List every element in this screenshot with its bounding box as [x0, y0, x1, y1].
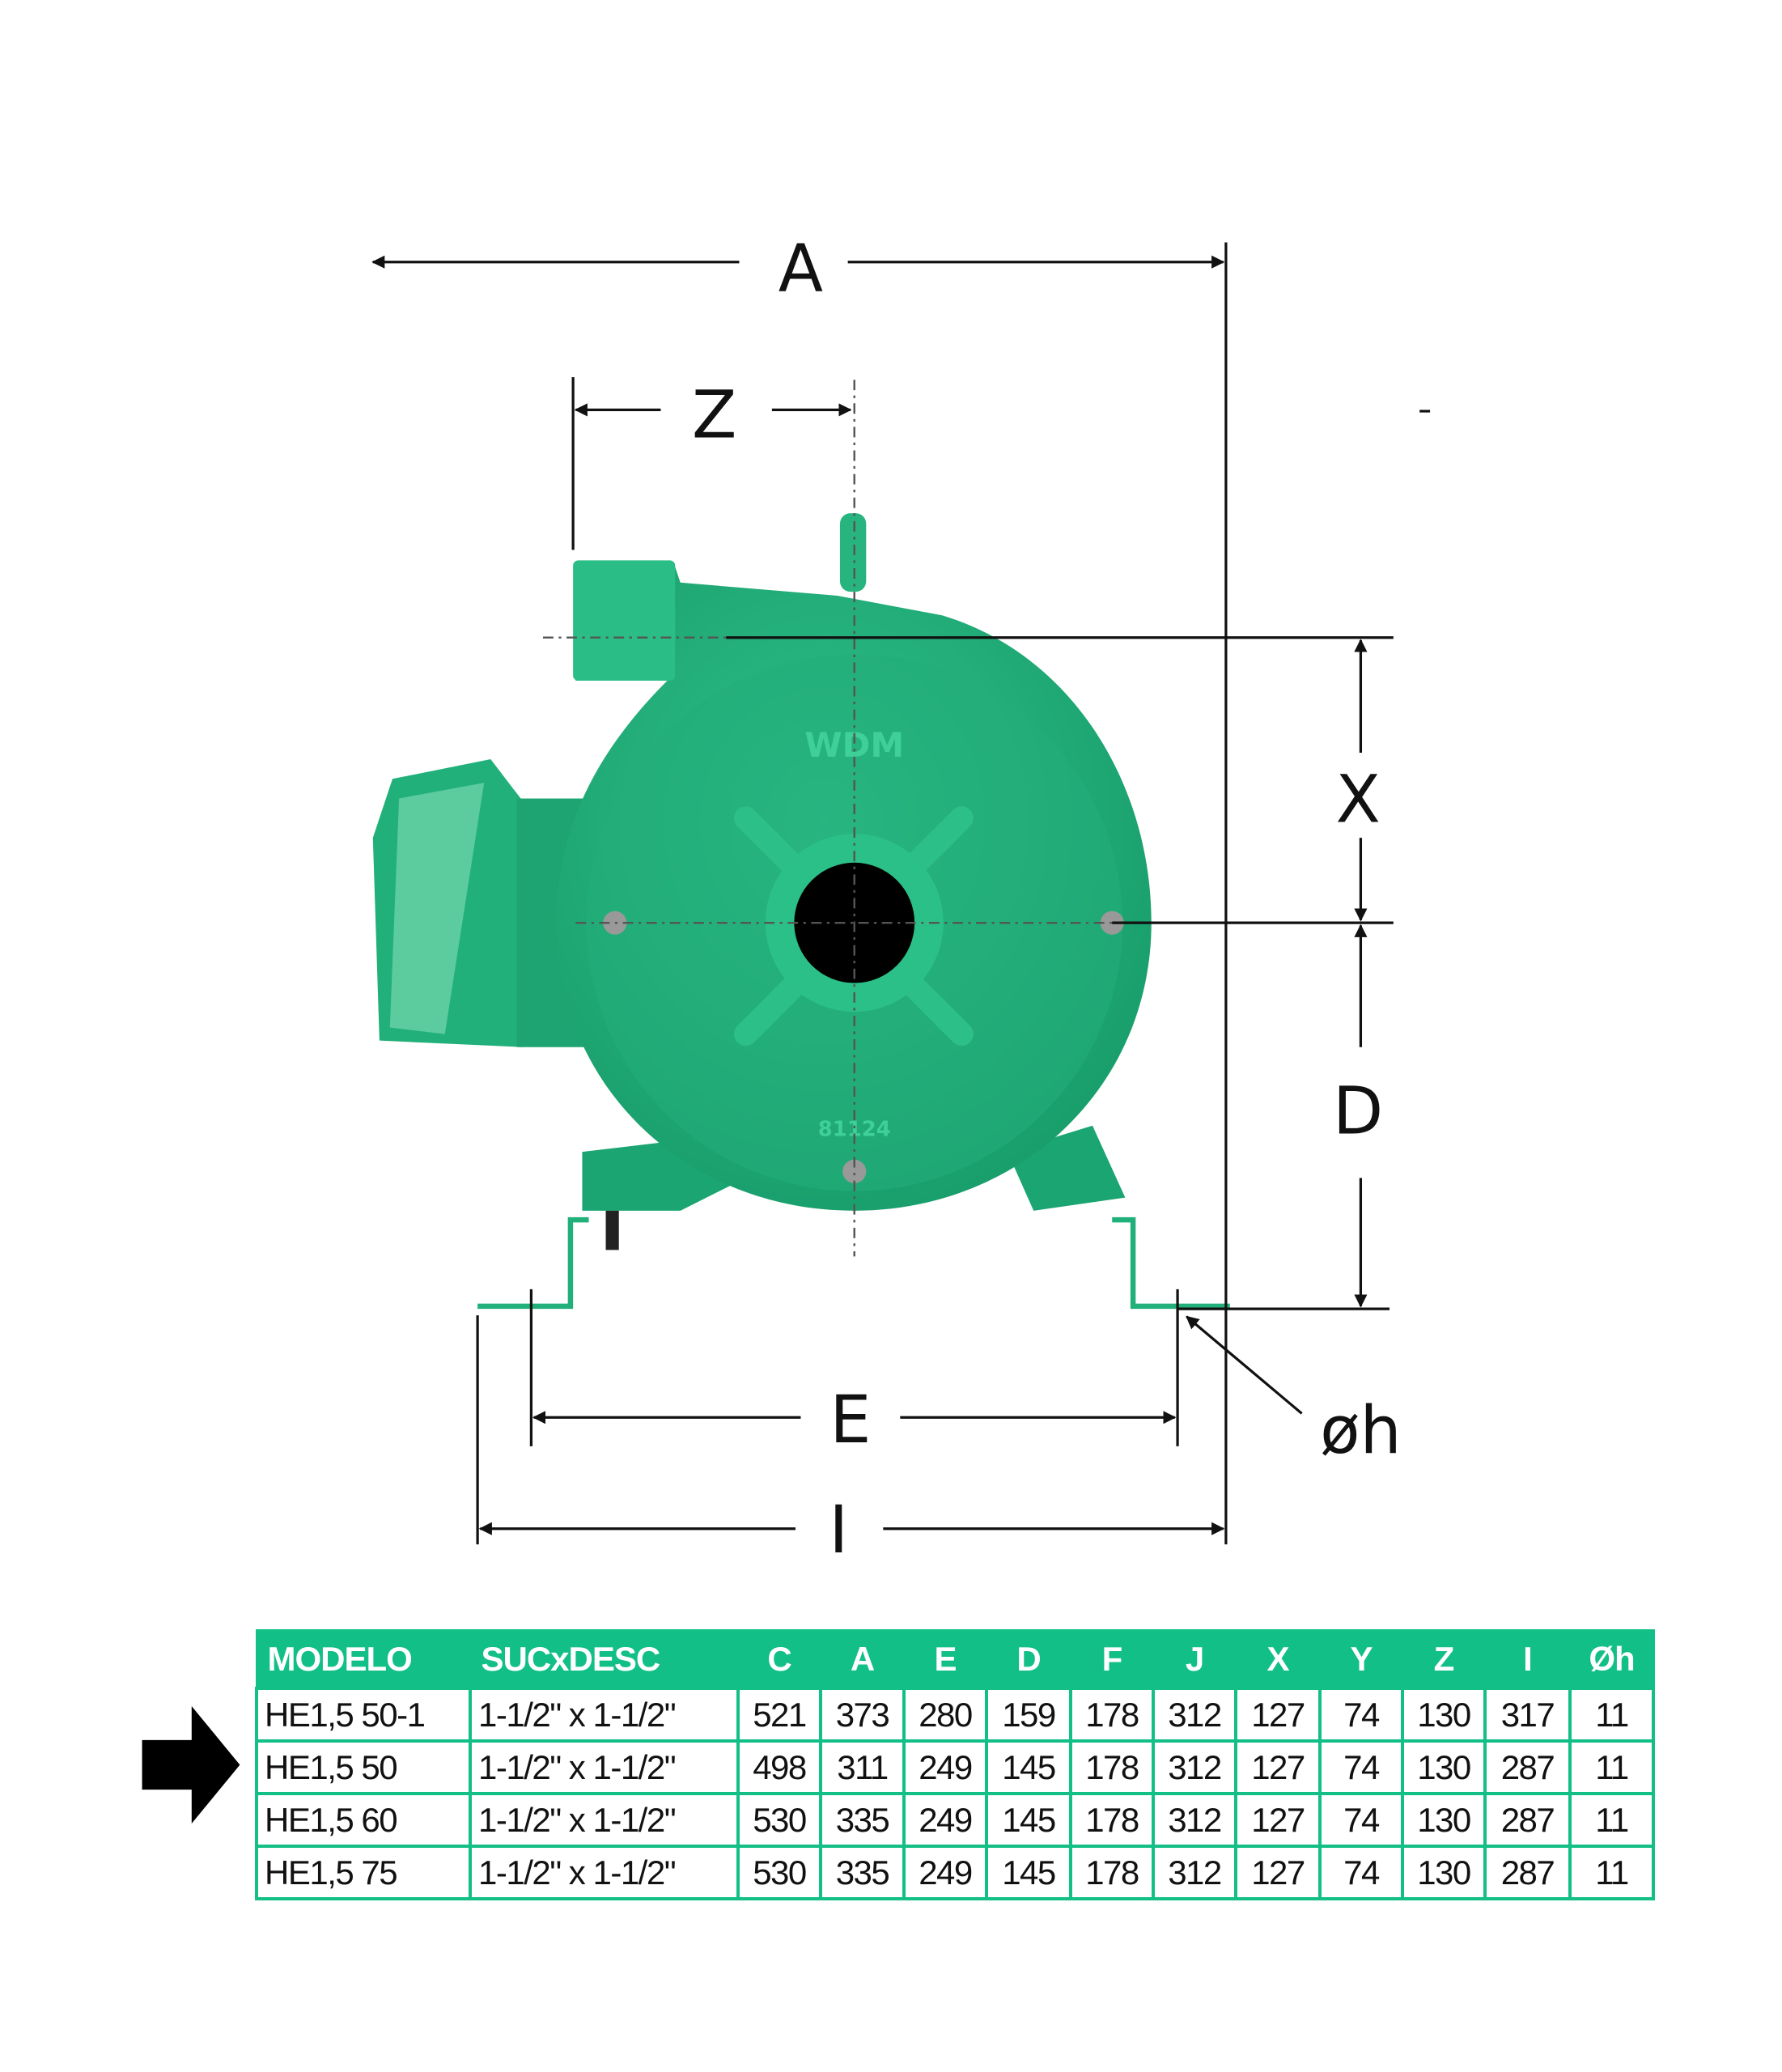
table-cell: 127 [1234, 1792, 1322, 1848]
dimension-label-z: Z [692, 377, 736, 453]
discharge-port [573, 560, 676, 681]
bolt [605, 1210, 619, 1250]
table-cell: 1-1/2" x 1-1/2" [469, 1792, 740, 1848]
column-header: C [736, 1629, 822, 1690]
table-cell: HE1,5 50-1 [255, 1687, 472, 1743]
table-cell: 159 [985, 1687, 1072, 1743]
vent-plug [839, 513, 867, 592]
table-cell: HE1,5 75 [255, 1845, 472, 1900]
table-cell: 74 [1318, 1687, 1404, 1743]
bolt-icon [842, 1159, 867, 1183]
table-cell: 311 [819, 1739, 906, 1795]
table-cell: 11 [1568, 1739, 1655, 1795]
column-header: MODELO [255, 1629, 472, 1690]
table-cell: 145 [985, 1739, 1072, 1795]
table-cell: 178 [1069, 1792, 1155, 1848]
base-left [477, 1216, 589, 1310]
table-cell: 11 [1568, 1845, 1655, 1900]
table-cell: 74 [1318, 1792, 1404, 1848]
table-cell: 127 [1234, 1739, 1322, 1795]
pump-illustration: WDM 81124 [372, 380, 1230, 1310]
table-cell: 145 [985, 1792, 1072, 1848]
terminal-box-face [389, 783, 485, 1034]
table-cell: 312 [1152, 1845, 1237, 1900]
dimension-lines [371, 242, 1431, 1545]
column-header: D [985, 1629, 1072, 1690]
table-cell: 74 [1318, 1845, 1404, 1900]
table-cell: 335 [819, 1792, 906, 1848]
table-cell: 280 [902, 1687, 988, 1743]
table-cell: 249 [902, 1792, 988, 1848]
table-cell: 1-1/2" x 1-1/2" [469, 1845, 740, 1900]
table-cell: 521 [736, 1687, 822, 1743]
table-cell: 127 [1234, 1845, 1322, 1900]
table-cell: 287 [1483, 1792, 1572, 1848]
table-cell: 145 [985, 1845, 1072, 1900]
column-header: A [819, 1629, 906, 1690]
table-cell: 312 [1152, 1739, 1237, 1795]
table-cell: 11 [1568, 1792, 1655, 1848]
column-header: X [1234, 1629, 1322, 1690]
column-header: I [1483, 1629, 1572, 1690]
table-cell: 317 [1483, 1687, 1572, 1743]
column-header: Z [1401, 1629, 1487, 1690]
table-cell: 335 [819, 1845, 906, 1900]
column-header: E [902, 1629, 988, 1690]
table-cell: 530 [736, 1792, 822, 1848]
table-cell: 178 [1069, 1687, 1155, 1743]
table-cell: 127 [1234, 1687, 1322, 1743]
table-cell: 11 [1568, 1687, 1655, 1743]
table-cell: 130 [1401, 1845, 1487, 1900]
table-cell: 373 [819, 1687, 906, 1743]
table-cell: 1-1/2" x 1-1/2" [469, 1739, 740, 1795]
dimension-label-x: X [1335, 762, 1380, 839]
column-header: SUCxDESC [469, 1629, 740, 1690]
column-header: F [1069, 1629, 1155, 1690]
table-cell: 178 [1069, 1845, 1155, 1900]
table-cell: 287 [1483, 1739, 1572, 1795]
table-cell: HE1,5 50 [255, 1739, 472, 1795]
dimension-label-oh: øh [1320, 1393, 1402, 1469]
table-cell: 1-1/2" x 1-1/2" [469, 1687, 740, 1743]
table-cell: 178 [1069, 1739, 1155, 1795]
table-cell: 498 [736, 1739, 822, 1795]
table-cell: 130 [1401, 1687, 1487, 1743]
column-header: Øh [1568, 1629, 1655, 1690]
row-highlight-arrow-icon [142, 1706, 240, 1824]
table-cell: 130 [1401, 1792, 1487, 1848]
table-cell: HE1,5 60 [255, 1792, 472, 1848]
table-cell: 530 [736, 1845, 822, 1900]
column-header: J [1152, 1629, 1237, 1690]
table-cell: 312 [1152, 1687, 1237, 1743]
table-cell: 249 [902, 1845, 988, 1900]
table-cell: 287 [1483, 1845, 1572, 1900]
base-right [1112, 1216, 1230, 1310]
dimension-label-i: I [829, 1492, 848, 1569]
table-cell: 312 [1152, 1792, 1237, 1848]
dimension-label-d: D [1333, 1073, 1383, 1149]
column-header: Y [1318, 1629, 1404, 1690]
table-cell: 249 [902, 1739, 988, 1795]
dimension-label-a: A [779, 231, 823, 307]
dimension-label-e: E [829, 1382, 871, 1458]
table-cell: 130 [1401, 1739, 1487, 1795]
table-cell: 74 [1318, 1739, 1404, 1795]
